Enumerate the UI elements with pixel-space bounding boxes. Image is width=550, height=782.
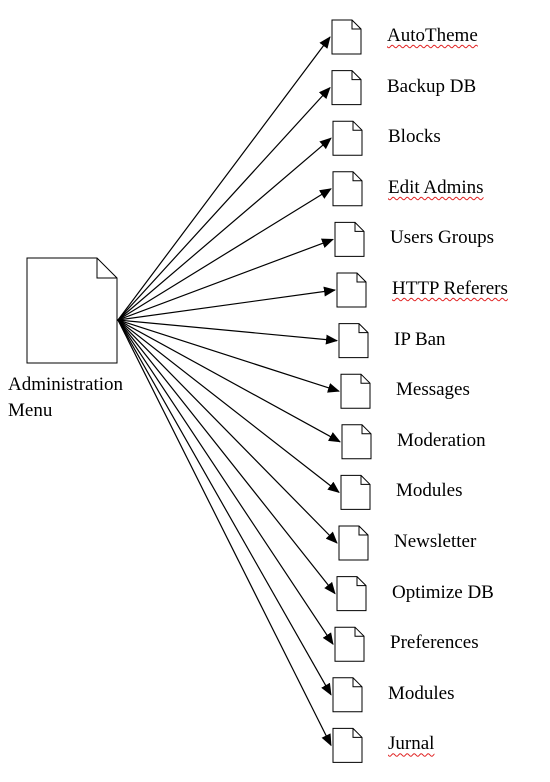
connector-arrow [117, 137, 332, 321]
connector-arrow [117, 188, 332, 321]
connector-arrow [117, 319, 332, 747]
connector-arrow [117, 319, 334, 646]
source-label-line2: Menu [8, 400, 53, 421]
target-label: Blocks [388, 126, 441, 148]
target-label: Edit Admins [388, 176, 484, 198]
target-label: Backup DB [387, 75, 477, 97]
target-document-icon [338, 323, 369, 359]
target-label: Optimize DB [392, 581, 494, 603]
source-document-icon [26, 257, 118, 364]
target-document-icon [341, 424, 372, 460]
connector-arrow [117, 319, 341, 443]
target-document-icon [332, 120, 363, 156]
arrows-layer [117, 36, 341, 747]
target-document-icon [338, 525, 369, 561]
target-document-icon [331, 19, 362, 55]
target-document-icon [331, 70, 362, 106]
target-label: Moderation [397, 429, 486, 451]
connector-arrow [117, 319, 338, 544]
target-document-icon [336, 272, 367, 308]
target-document-icon [332, 727, 363, 763]
target-label: HTTP Referers [392, 278, 508, 299]
connector-arrow [117, 319, 338, 345]
connector-arrow [117, 319, 340, 393]
target-label: IP Ban [394, 328, 446, 350]
target-document-icon [332, 677, 363, 713]
connector-arrow [117, 319, 332, 696]
connector-arrow [117, 36, 331, 321]
target-document-icon [334, 221, 365, 257]
target-document-icon [336, 576, 367, 612]
target-label: Modules [388, 682, 455, 704]
connector-arrow [117, 86, 331, 321]
documents-layer [26, 19, 372, 763]
target-label: Messages [396, 379, 470, 401]
target-label: AutoTheme [387, 25, 478, 46]
target-document-icon [332, 171, 363, 207]
target-label: Newsletter [394, 531, 477, 552]
target-label: Preferences [390, 632, 479, 654]
target-label: Jurnal [388, 733, 435, 755]
target-document-icon [340, 474, 371, 510]
source-label-line1: Administration [8, 374, 124, 395]
connector-arrow [117, 238, 334, 321]
target-label: Modules [396, 480, 463, 502]
target-document-icon [340, 373, 371, 409]
connector-arrow [117, 319, 340, 494]
target-document-icon [334, 626, 365, 662]
connector-arrow [117, 319, 336, 595]
source-label: Administration Menu [8, 372, 123, 424]
connector-arrow [117, 286, 336, 321]
target-label: Users Groups [390, 227, 494, 249]
